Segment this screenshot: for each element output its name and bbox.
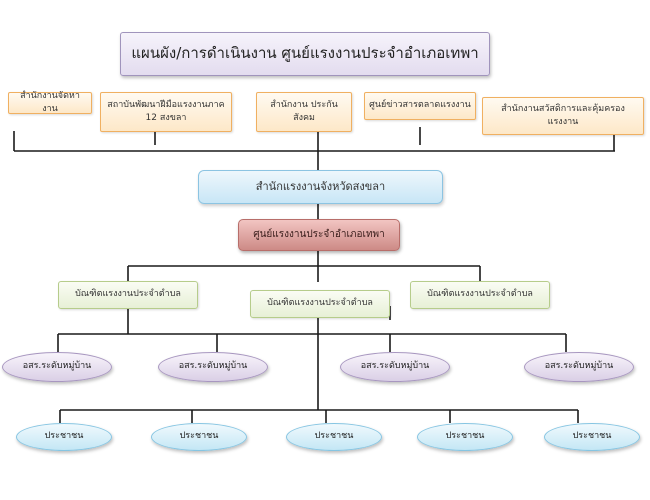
village-volunteer-3: อสร.ระดับหมู่บ้าน xyxy=(340,352,450,382)
provincial-labour-office: สำนักแรงงานจังหวัดสงขลา xyxy=(198,170,443,204)
subdistrict-volunteer-left: บัณฑิตแรงงานประจำตำบล xyxy=(58,281,198,309)
district-labour-center: ศูนย์แรงงานประจำอำเภอเทพา xyxy=(238,219,400,251)
village-volunteer-4: อสร.ระดับหมู่บ้าน xyxy=(524,352,634,382)
citizens-3: ประชาชน xyxy=(286,423,382,451)
chart-title: แผนผัง/การดำเนินงาน ศูนย์แรงงานประจำอำเภ… xyxy=(120,32,490,76)
unit-employment-office: สำนักงานจัดหางาน xyxy=(8,91,92,114)
citizens-2: ประชาชน xyxy=(151,423,247,451)
subdistrict-volunteer-right: บัณฑิตแรงงานประจำตำบล xyxy=(410,281,550,309)
subdistrict-volunteer-center: บัณฑิตแรงงานประจำตำบล xyxy=(250,290,390,318)
citizens-1: ประชาชน xyxy=(16,423,112,451)
citizens-5: ประชาชน xyxy=(544,423,640,451)
unit-labour-welfare-protection-office: สำนักงานสวัสดิการและคุ้มครองแรงงาน xyxy=(482,97,644,135)
unit-social-security-office: สำนักงาน ประกันสังคม xyxy=(256,92,352,132)
village-volunteer-1: อสร.ระดับหมู่บ้าน xyxy=(2,352,112,382)
unit-skill-development-institute: สถาบันพัฒนาฝีมือแรงงานภาค 12 สงขลา xyxy=(100,92,232,132)
village-volunteer-2: อสร.ระดับหมู่บ้าน xyxy=(158,352,268,382)
citizens-4: ประชาชน xyxy=(417,423,513,451)
unit-labour-market-info-center: ศูนย์ข่าวสารตลาดแรงงาน xyxy=(364,92,476,120)
